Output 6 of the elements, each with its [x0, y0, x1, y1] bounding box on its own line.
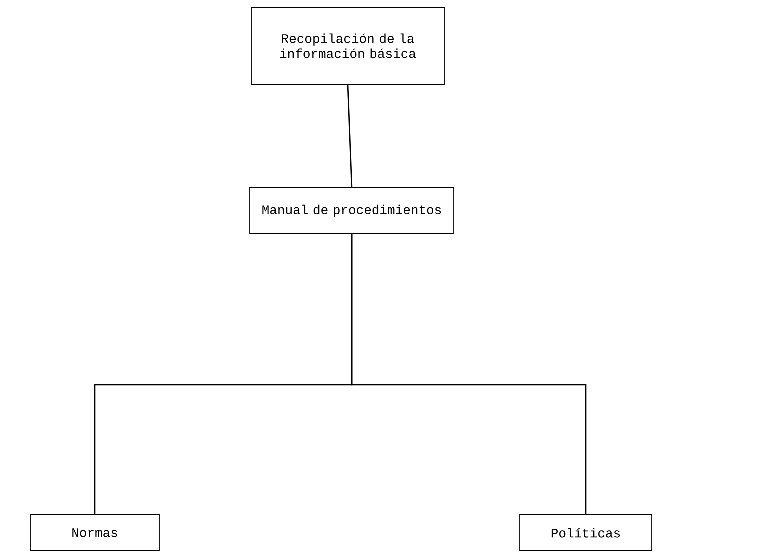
process-box: Normas [30, 514, 160, 552]
connector-line [351, 234, 587, 515]
process-box: Manual de procedimientos [250, 188, 454, 234]
process-box: Recopilación de la información básica [251, 7, 445, 85]
connector-line [347, 84, 353, 188]
process-box: Políticas [520, 514, 652, 552]
